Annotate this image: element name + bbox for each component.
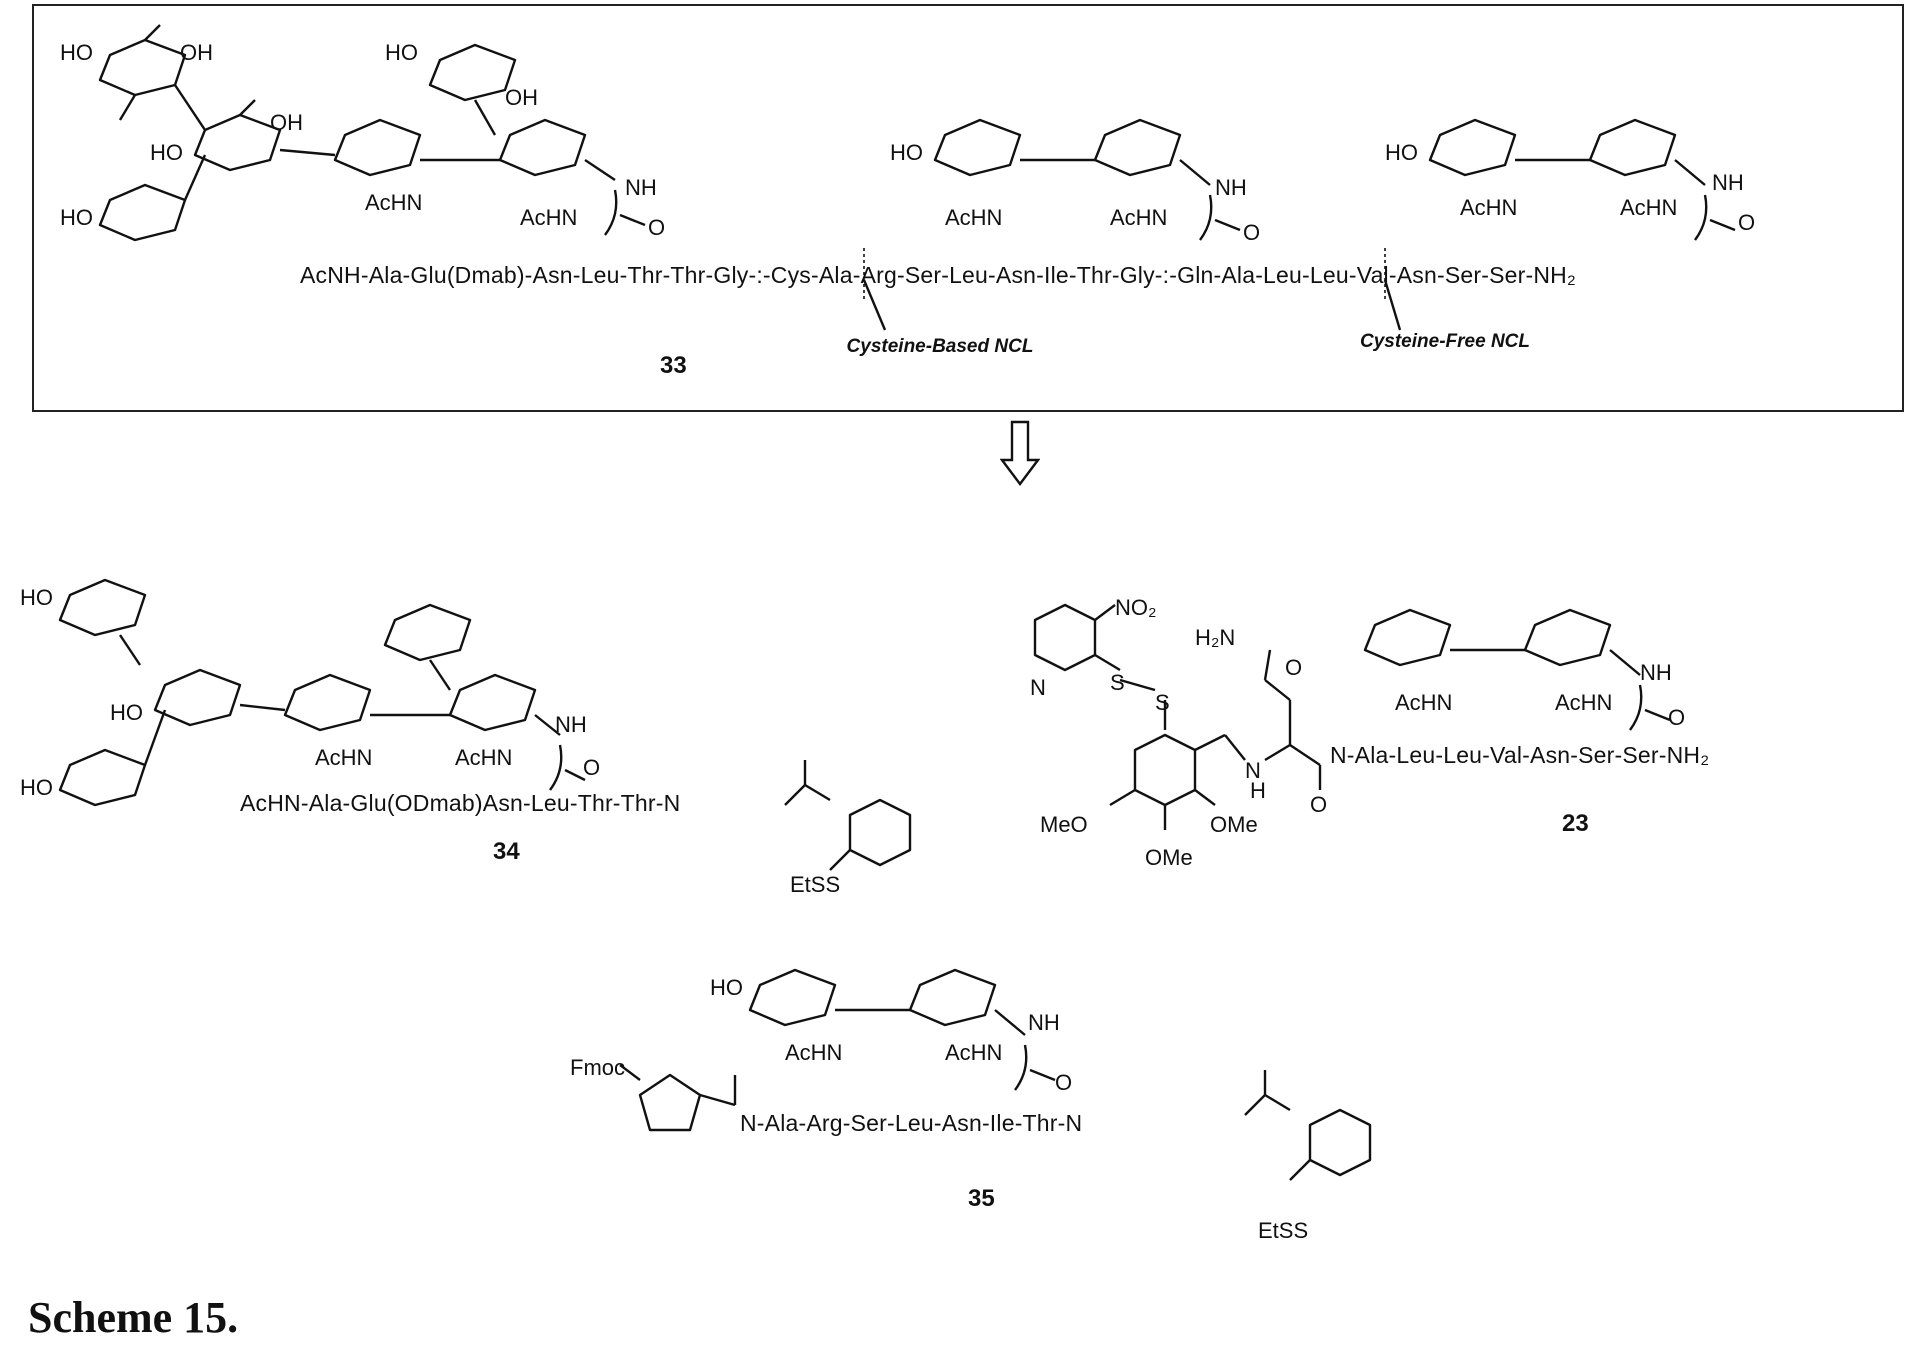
compound-number-35: 35 — [968, 1185, 995, 1213]
label-ho: HO — [1385, 140, 1418, 166]
label-nh: NH — [625, 175, 657, 201]
thiazolidine-35 — [620, 1065, 735, 1130]
label-o: O — [1055, 1070, 1072, 1096]
label-oh: OH — [180, 40, 213, 66]
label-achn: AcHN — [1110, 205, 1167, 231]
label-nh: NH — [555, 712, 587, 738]
label-ho: HO — [150, 140, 183, 166]
sequence-34: AcHN-Ala-Glu(ODmab)Asn-Leu-Thr-Thr-N — [240, 790, 680, 817]
label-ome-2: OMe — [1145, 845, 1193, 871]
label-h2n: H₂N — [1195, 625, 1235, 651]
label-h-23: H — [1250, 778, 1266, 804]
thioester-label-34: EtSS — [790, 872, 840, 898]
label-oh: OH — [270, 110, 303, 136]
label-ho: HO — [20, 585, 53, 611]
pyridine-disulfide-23 — [1035, 605, 1320, 830]
compound-number-23: 23 — [1562, 810, 1589, 838]
label-achn: AcHN — [520, 205, 577, 231]
label-fmoc: Fmoc — [570, 1055, 625, 1081]
label-meo: MeO — [1040, 812, 1088, 838]
label-nh: NH — [1712, 170, 1744, 196]
label-o: O — [1738, 210, 1755, 236]
thioester-34 — [785, 760, 910, 870]
label-no2: NO₂ — [1115, 595, 1157, 621]
label-achn: AcHN — [1460, 195, 1517, 221]
label-o: O — [1243, 220, 1260, 246]
label-ho: HO — [60, 40, 93, 66]
label-nh: NH — [1028, 1010, 1060, 1036]
label-s1: S — [1110, 670, 1125, 696]
label-nh: NH — [1215, 175, 1247, 201]
glycan-34 — [60, 580, 585, 805]
label-nh: NH — [1640, 660, 1672, 686]
sequence-23: N-Ala-Leu-Leu-Val-Asn-Ser-Ser-NH₂ — [1330, 742, 1709, 769]
label-ho: HO — [20, 775, 53, 801]
label-ho: HO — [60, 205, 93, 231]
thioester-label-35: EtSS — [1258, 1218, 1308, 1244]
glycan-35 — [750, 970, 1055, 1090]
sequence-33: AcNH-Ala-Glu(Dmab)-Asn-Leu-Thr-Thr-Gly-:… — [300, 262, 1576, 289]
label-o: O — [583, 755, 600, 781]
glycan-33-chitobiose-2 — [1430, 120, 1735, 240]
label-achn: AcHN — [315, 745, 372, 771]
label-achn: AcHN — [1620, 195, 1677, 221]
label-achn: AcHN — [945, 1040, 1002, 1066]
retrosynthesis-arrow-icon — [1000, 420, 1040, 486]
label-ho: HO — [710, 975, 743, 1001]
label-ho: HO — [385, 40, 418, 66]
compound-number-33: 33 — [660, 352, 687, 380]
ligation-label-cysteine-based: Cysteine-Based NCL — [840, 335, 1040, 359]
label-ome-1: OMe — [1210, 812, 1258, 838]
sequence-35: N-Ala-Arg-Ser-Leu-Asn-Ile-Thr-N — [740, 1110, 1082, 1137]
ligation-label-cysteine-free: Cysteine-Free NCL — [1345, 330, 1545, 354]
label-s2: S — [1155, 690, 1170, 716]
label-achn: AcHN — [945, 205, 1002, 231]
label-achn: AcHN — [1395, 690, 1452, 716]
label-oh: OH — [505, 85, 538, 111]
label-o: O — [648, 215, 665, 241]
scheme-caption: Scheme 15. — [28, 1292, 238, 1343]
label-achn: AcHN — [785, 1040, 842, 1066]
label-achn: AcHN — [365, 190, 422, 216]
label-o-amide: O — [1285, 655, 1302, 681]
label-achn: AcHN — [455, 745, 512, 771]
thioester-35 — [1245, 1070, 1370, 1180]
label-ho: HO — [890, 140, 923, 166]
label-o-23: O — [1310, 792, 1327, 818]
compound-number-34: 34 — [493, 838, 520, 866]
label-ho: HO — [110, 700, 143, 726]
label-o: O — [1668, 705, 1685, 731]
label-n-pyridine: N — [1030, 675, 1046, 701]
label-achn: AcHN — [1555, 690, 1612, 716]
